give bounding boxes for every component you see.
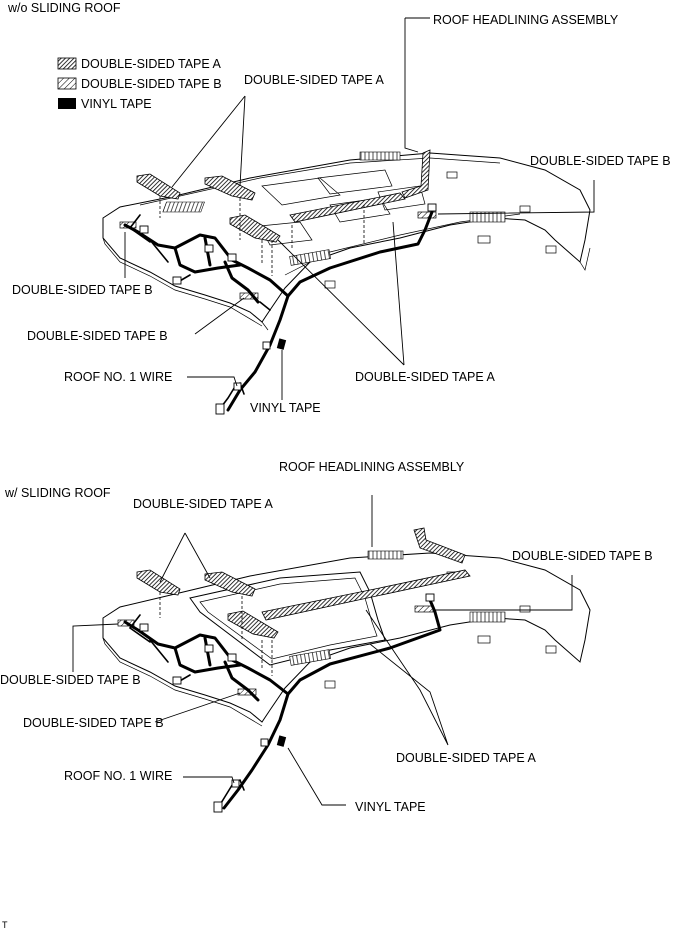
label-double-sided-tape-b-lower: DOUBLE-SIDED TAPE B bbox=[27, 329, 168, 343]
tape-a-strip-3 bbox=[229, 214, 281, 243]
tape-a-strip-4 bbox=[289, 192, 406, 223]
legend-tape-b-label: DOUBLE-SIDED TAPE B bbox=[81, 77, 222, 91]
tape-a-strip-4-bottom bbox=[261, 569, 471, 621]
label-roof-headlining-assembly-bottom: ROOF HEADLINING ASSEMBLY bbox=[279, 460, 465, 474]
legend-vinyl-tape-label: VINYL TAPE bbox=[81, 97, 152, 111]
tape-a-strip-1 bbox=[136, 173, 181, 200]
tape-a-strip-5 bbox=[401, 149, 431, 199]
headliner-panel bbox=[102, 151, 591, 331]
legend-swatch-tape-b bbox=[57, 77, 77, 90]
vinyl-tape-mark bbox=[276, 338, 287, 350]
label-roof-headlining-assembly: ROOF HEADLINING ASSEMBLY bbox=[433, 13, 619, 27]
variant-label-without-sliding-roof: w/o SLIDING ROOF bbox=[7, 1, 121, 15]
roof-no1-wire-harness bbox=[123, 203, 437, 415]
label-roof-no1-wire-bottom: ROOF NO. 1 WIRE bbox=[64, 769, 172, 783]
tape-b-patch-right bbox=[417, 211, 437, 219]
label-roof-no1-wire: ROOF NO. 1 WIRE bbox=[64, 370, 172, 384]
label-double-sided-tape-b-right: DOUBLE-SIDED TAPE B bbox=[530, 154, 671, 168]
footer-code: T bbox=[2, 920, 8, 930]
variant-label-with-sliding-roof: w/ SLIDING ROOF bbox=[4, 486, 111, 500]
roof-no1-wire-harness-bottom bbox=[123, 593, 442, 813]
legend-swatch-tape-a bbox=[57, 57, 77, 70]
label-vinyl-tape-bottom: VINYL TAPE bbox=[355, 800, 426, 814]
label-vinyl-tape: VINYL TAPE bbox=[250, 401, 321, 415]
label-double-sided-tape-a-lower-bottom: DOUBLE-SIDED TAPE A bbox=[396, 751, 537, 765]
label-double-sided-tape-a-lower: DOUBLE-SIDED TAPE A bbox=[355, 370, 496, 384]
label-double-sided-tape-b-right-bottom: DOUBLE-SIDED TAPE B bbox=[512, 549, 653, 563]
label-double-sided-tape-a-upper-bottom: DOUBLE-SIDED TAPE A bbox=[133, 497, 274, 511]
tape-a-strip-5-bottom bbox=[413, 527, 466, 564]
tape-a-strip-1-bottom bbox=[136, 569, 181, 596]
legend-tape-a-label: DOUBLE-SIDED TAPE A bbox=[81, 57, 222, 71]
bottom-diagram: ROOF HEADLINING ASSEMBLY w/ SLIDING ROOF bbox=[0, 460, 653, 814]
tape-b-patch-right-bottom bbox=[414, 605, 434, 613]
label-double-sided-tape-a-upper: DOUBLE-SIDED TAPE A bbox=[244, 73, 385, 87]
label-double-sided-tape-b-lower-bottom: DOUBLE-SIDED TAPE B bbox=[23, 716, 164, 730]
label-double-sided-tape-b-left-bottom: DOUBLE-SIDED TAPE B bbox=[0, 673, 141, 687]
headliner-panel-bottom bbox=[102, 550, 591, 727]
label-double-sided-tape-b-left: DOUBLE-SIDED TAPE B bbox=[12, 283, 153, 297]
tape-a-strip-3-bottom bbox=[227, 610, 279, 639]
legend: DOUBLE-SIDED TAPE A DOUBLE-SIDED TAPE B … bbox=[57, 57, 222, 111]
top-diagram: w/o SLIDING ROOF DOUBLE-SIDED TAPE A DOU… bbox=[7, 1, 671, 415]
legend-swatch-vinyl-tape bbox=[58, 98, 76, 109]
tape-a-strip-2-bottom bbox=[204, 571, 256, 597]
tape-a-strip-2 bbox=[204, 175, 256, 201]
vinyl-tape-mark-bottom bbox=[276, 735, 287, 747]
